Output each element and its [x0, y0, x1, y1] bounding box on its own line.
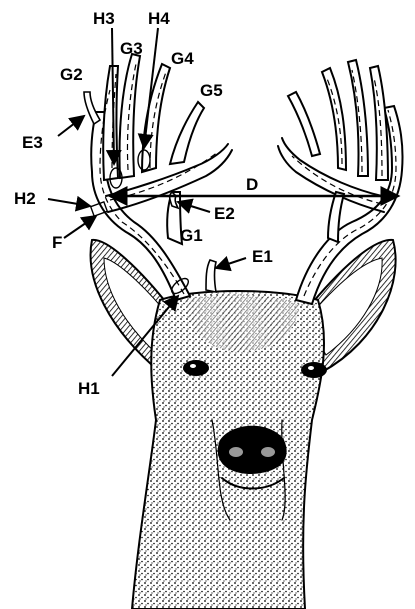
label-g3: G3 [120, 39, 143, 58]
label-h4: H4 [148, 9, 170, 28]
deer-head [91, 240, 396, 609]
left-eye [183, 360, 209, 376]
label-g5: G5 [200, 81, 223, 100]
label-d: D [246, 175, 258, 194]
label-h1: H1 [78, 379, 100, 398]
label-h2: H2 [14, 189, 36, 208]
label-e3: E3 [22, 133, 43, 152]
label-g2: G2 [60, 65, 83, 84]
nose [218, 426, 287, 474]
label-g1: G1 [180, 226, 203, 245]
label-e1: E1 [252, 247, 273, 266]
right-eye [301, 362, 327, 378]
label-e2: E2 [214, 204, 235, 223]
label-g4: G4 [171, 49, 194, 68]
label-h3: H3 [93, 9, 115, 28]
label-f: F [52, 233, 62, 252]
